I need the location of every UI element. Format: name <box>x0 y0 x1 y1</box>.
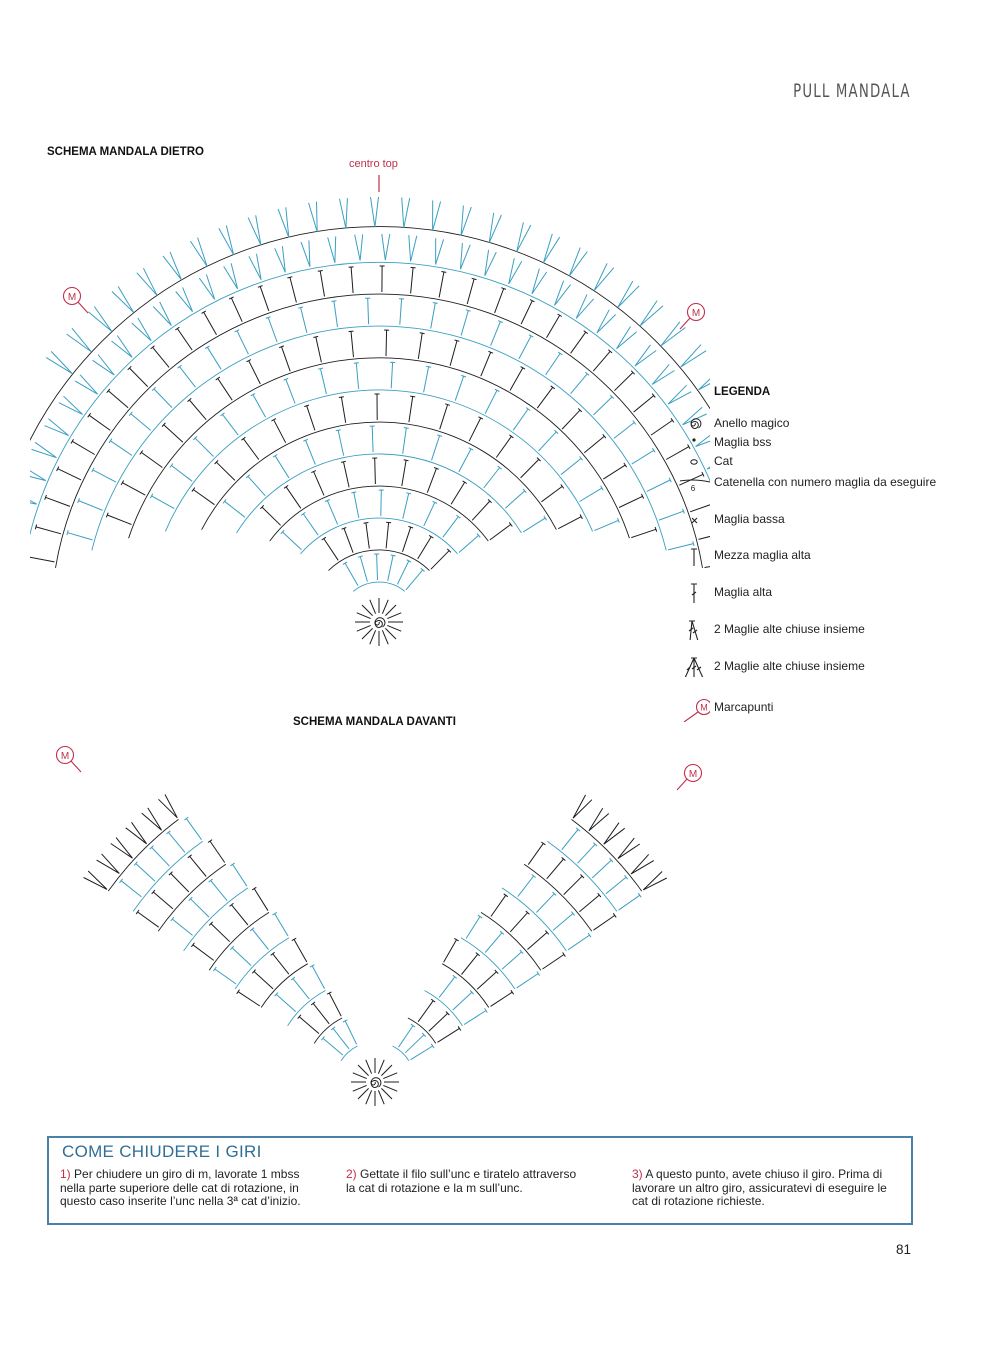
step-text: Gettate il filo sull’unc e tiratelo attr… <box>346 1167 577 1195</box>
page-number: 81 <box>895 1242 911 1257</box>
svg-text:M: M <box>692 308 700 319</box>
legend-label: Marcapunti <box>714 700 774 714</box>
legend-item-slip-stitch: Maglia bss <box>680 433 980 453</box>
legend-item-dc3tog: 2 Maglie alte chiuse insieme <box>680 657 980 677</box>
chain-count-icon: 6 <box>680 479 710 493</box>
dc3tog-icon <box>684 657 704 677</box>
front-chart-rings <box>83 794 668 1106</box>
front-chart-title: SCHEMA MANDALA DAVANTI <box>293 716 456 728</box>
slip-stitch-icon <box>692 438 696 442</box>
stitch-marker-icon: M <box>683 698 710 722</box>
step-text: Per chiudere un giro di m, lavorate 1 mb… <box>60 1167 301 1208</box>
legend-item-chain-count: 6 Catenella con numero maglia da eseguir… <box>680 473 980 493</box>
legend-item-double-crochet: Maglia alta <box>680 583 980 603</box>
magic-ring-icon <box>690 418 702 429</box>
stitch-marker-left: M <box>55 745 82 773</box>
stitch-marker-left: M <box>62 286 89 314</box>
legend-label: Maglia bss <box>714 435 772 449</box>
legend-label: 2 Maglie alte chiuse insieme <box>714 622 865 636</box>
back-chart-title: SCHEMA MANDALA DIETRO <box>47 146 204 158</box>
stitch-marker-right: M <box>676 763 703 791</box>
back-chart-rings <box>30 196 710 646</box>
centro-top-label: centro top <box>349 158 398 170</box>
svg-text:M: M <box>689 769 697 780</box>
stitch-marker-right: M <box>679 302 706 330</box>
legend-item-half-double-crochet: Mezza maglia alta <box>680 546 980 566</box>
legend-item-single-crochet: Maglia bassa <box>680 510 980 530</box>
svg-text:M: M <box>68 292 76 303</box>
closing-rounds-box <box>47 1136 913 1225</box>
legend-label: Maglia bassa <box>714 512 785 526</box>
legend-item-magic-ring: Anello magico <box>680 414 980 434</box>
chain-icon <box>690 459 698 465</box>
legend-label: Catenella con numero maglia da eseguire <box>714 475 937 489</box>
legend-title: LEGENDA <box>714 386 771 398</box>
dc2tog-icon <box>688 620 699 640</box>
running-head: PULL MANDALA <box>793 80 911 102</box>
closing-step-1: 1) Per chiudere un giro di m, lavorate 1… <box>60 1167 315 1209</box>
back-mandala-chart: M M <box>30 175 710 646</box>
legend-item-stitch-marker: M Marcapunti <box>680 698 980 722</box>
legend-label: Cat <box>714 454 733 468</box>
svg-text:6: 6 <box>691 484 696 493</box>
closing-box-title: COME CHIUDERE I GIRI <box>62 1142 262 1161</box>
legend-item-dc2tog: 2 Maglie alte chiuse insieme <box>680 620 980 640</box>
step-number: 1) <box>60 1167 71 1181</box>
double-crochet-icon <box>691 583 697 603</box>
legend-label: Maglia alta <box>714 585 773 599</box>
svg-text:M: M <box>700 703 708 713</box>
legend-label: 2 Maglie alte chiuse insieme <box>714 659 865 673</box>
step-text: A questo punto, avete chiuso il giro. Pr… <box>632 1167 887 1208</box>
legend-label: Anello magico <box>714 416 790 430</box>
single-crochet-icon <box>691 517 698 524</box>
closing-step-2: 2) Gettate il filo sull’unc e tiratelo a… <box>346 1167 581 1195</box>
svg-text:M: M <box>61 751 69 762</box>
legend-item-chain: Cat <box>680 452 980 472</box>
closing-step-3: 3) A questo punto, avete chiuso il giro.… <box>632 1167 900 1209</box>
step-number: 2) <box>346 1167 357 1181</box>
step-number: 3) <box>632 1167 643 1181</box>
legend-label: Mezza maglia alta <box>714 548 811 562</box>
front-mandala-chart: M M <box>55 745 703 1106</box>
half-double-crochet-icon <box>691 548 697 566</box>
